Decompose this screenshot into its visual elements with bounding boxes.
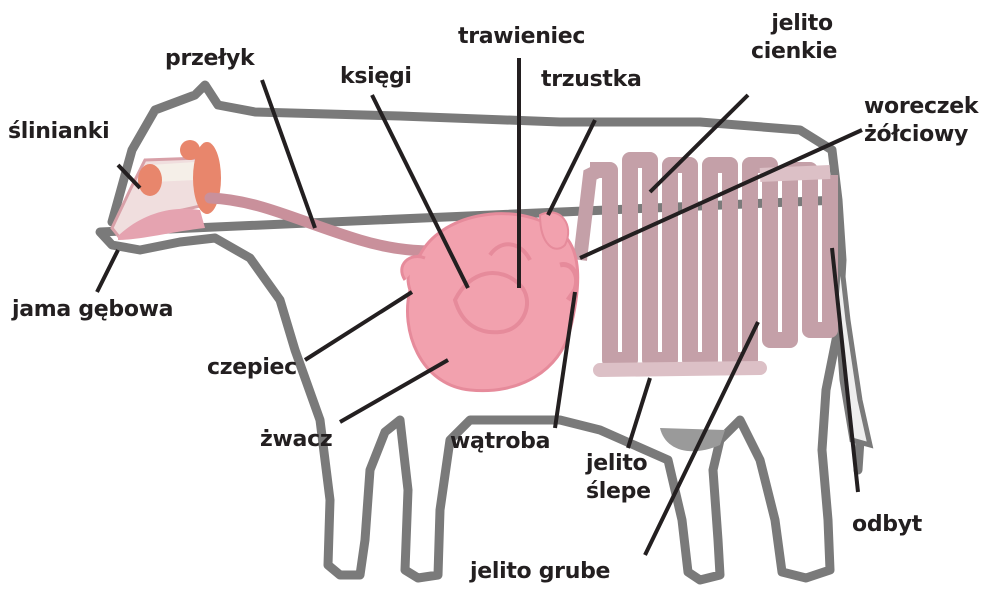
label-woreczek-zolciowy: woreczek żółciowy: [864, 93, 978, 149]
label-przelyk: przełyk: [165, 45, 254, 73]
label-jelito-grube-text: jelito grube: [470, 558, 610, 586]
leader-jelito-slepe: [628, 378, 650, 448]
label-przelyk-text: przełyk: [165, 45, 254, 73]
leader-zwacz: [340, 360, 448, 422]
label-odbyt: odbyt: [852, 511, 922, 539]
label-czepiec-text: czepiec: [207, 354, 297, 382]
label-jelito-cienkie-line2: cienkie: [751, 38, 837, 66]
label-odbyt-text: odbyt: [852, 511, 922, 539]
label-jelito-slepe-line2: ślepe: [586, 478, 651, 506]
label-trawieniec-text: trawieniec: [458, 23, 585, 51]
label-jelito-slepe-line1: jelito: [586, 450, 651, 478]
label-slinianki: ślinianki: [8, 118, 109, 146]
label-trzustka-text: trzustka: [541, 66, 642, 94]
label-watroba: wątroba: [450, 428, 550, 456]
label-zwacz-text: żwacz: [260, 426, 332, 454]
label-ksiegi: księgi: [340, 63, 412, 91]
leader-jama-gebowa: [97, 250, 118, 292]
label-jelito-slepe: jelito ślepe: [586, 450, 651, 506]
label-ksiegi-text: księgi: [340, 63, 412, 91]
label-jama-gebowa: jama gębowa: [12, 296, 173, 324]
label-woreczek-line1: woreczek: [864, 93, 978, 121]
label-jama-gebowa-text: jama gębowa: [12, 296, 173, 324]
label-slinianki-text: ślinianki: [8, 118, 109, 146]
leader-czepiec: [305, 292, 412, 360]
label-woreczek-line2: żółciowy: [864, 121, 978, 149]
label-trzustka: trzustka: [541, 66, 642, 94]
label-watroba-text: wątroba: [450, 428, 550, 456]
label-jelito-cienkie: jelito cienkie: [751, 10, 837, 66]
stomach-shape: [402, 212, 578, 390]
intestine-shape: [580, 160, 830, 370]
label-czepiec: czepiec: [207, 354, 297, 382]
label-zwacz: żwacz: [260, 426, 332, 454]
label-jelito-cienkie-line1: jelito: [767, 10, 837, 38]
label-trawieniec: trawieniec: [458, 23, 585, 51]
label-jelito-grube: jelito grube: [470, 558, 610, 586]
